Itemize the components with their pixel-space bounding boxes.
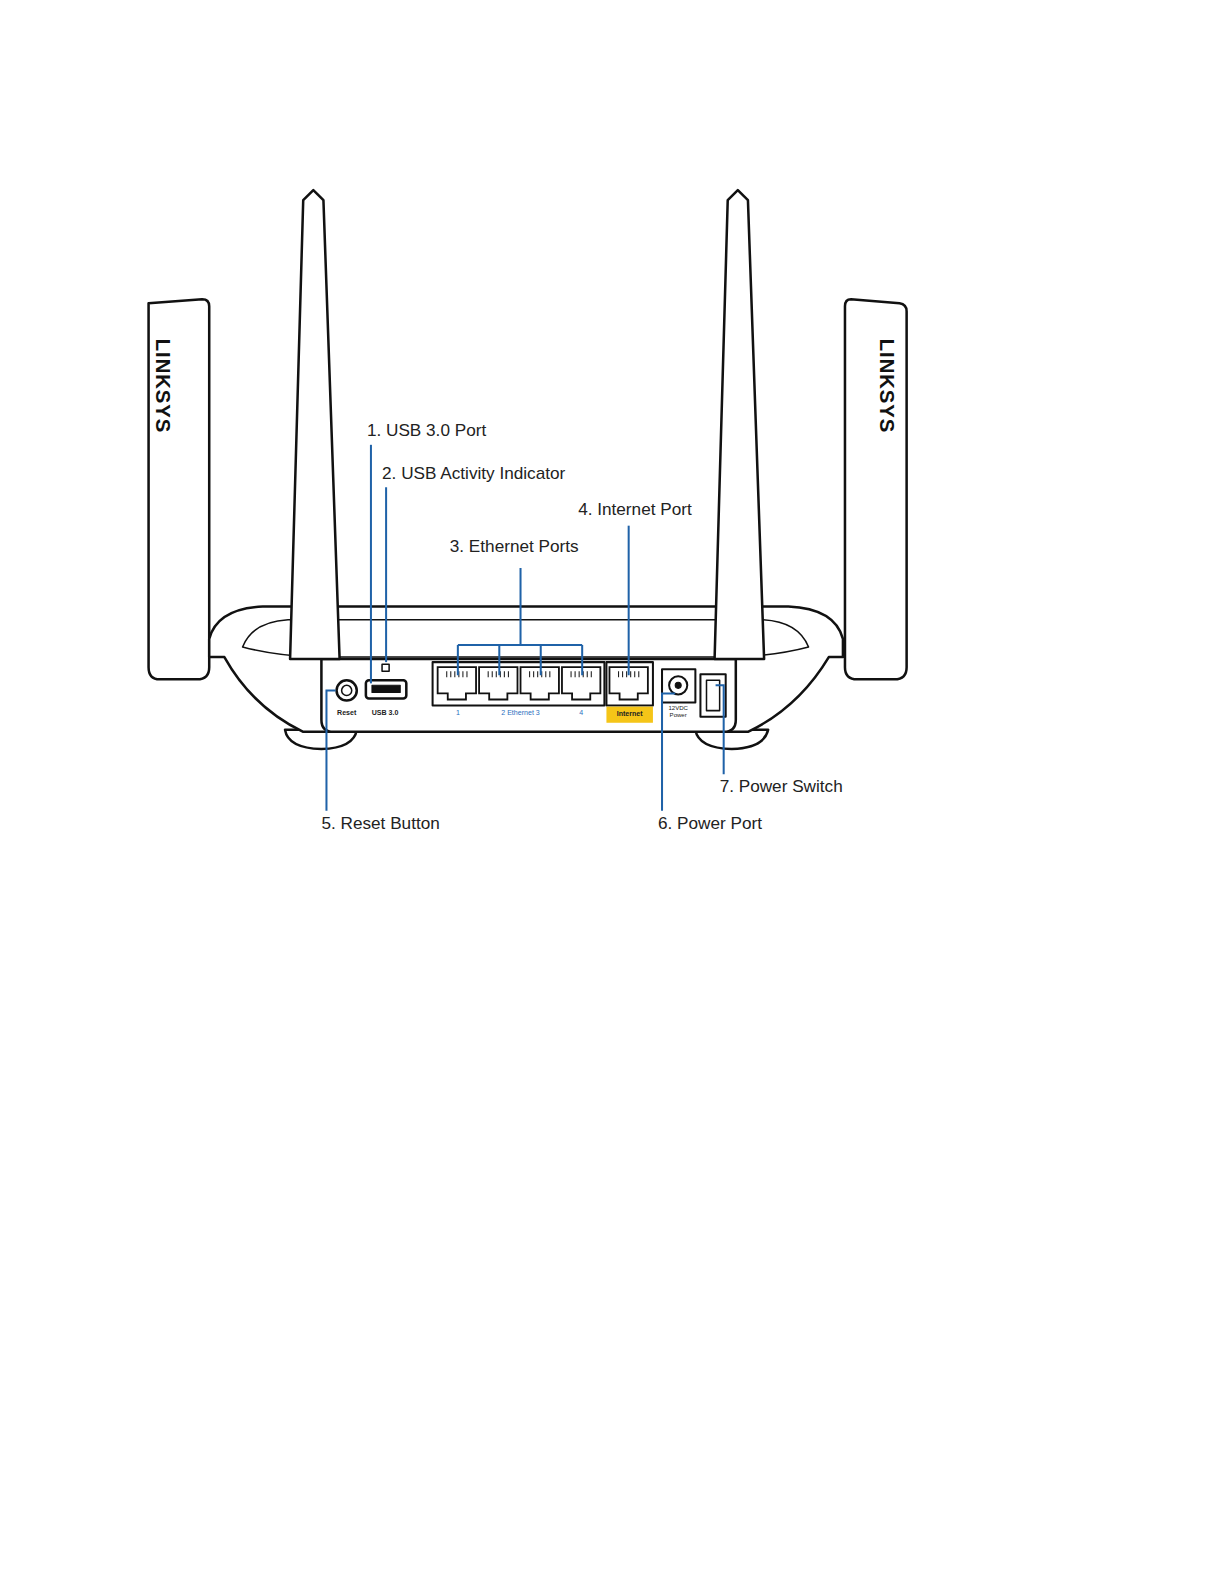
- jack-pin: [575, 671, 576, 677]
- leader-line: [628, 526, 630, 676]
- jack-pin: [537, 671, 538, 677]
- jack-pin: [492, 671, 493, 677]
- leader-line: [370, 445, 372, 684]
- left-antenna: [290, 190, 340, 659]
- jack-pin: [591, 671, 592, 677]
- jack-pin: [622, 671, 623, 677]
- usb-tongue: [372, 685, 400, 692]
- port-label: USB 3.0: [372, 709, 399, 717]
- power-jack: [669, 676, 687, 694]
- rear-panel: [321, 659, 735, 732]
- reset-hole: [342, 685, 352, 695]
- power-switch: [700, 674, 725, 716]
- usb-activity-indicator: [382, 664, 389, 671]
- leader-line: [326, 690, 335, 810]
- callout-label: 2. USB Activity Indicator: [382, 464, 565, 483]
- callout-label: 7. Power Switch: [720, 777, 843, 796]
- jack-pin: [466, 671, 467, 677]
- port-label: Reset: [337, 709, 356, 717]
- right-panel-antenna: [845, 299, 907, 679]
- callout-label: 4. Internet Port: [578, 500, 692, 519]
- power-pin: [675, 682, 681, 688]
- leader-bracket: [458, 568, 582, 675]
- jack-pin: [462, 671, 463, 677]
- jack-pin: [638, 671, 639, 677]
- leader-line: [385, 487, 387, 662]
- callout-label: 6. Power Port: [658, 814, 762, 833]
- power-port: [662, 669, 695, 702]
- jack-pin: [549, 671, 550, 677]
- jack-pin: [630, 671, 631, 677]
- callout-label: 3. Ethernet Ports: [450, 537, 579, 556]
- callout-label: 5. Reset Button: [321, 814, 439, 833]
- jack-pin: [571, 671, 572, 677]
- jack-pin: [618, 671, 619, 677]
- leader-line: [716, 685, 724, 774]
- jack-pin: [488, 671, 489, 677]
- jack-pin: [450, 671, 451, 677]
- port-label: 4: [579, 709, 583, 717]
- reset-button: [337, 680, 357, 700]
- jack-pin: [634, 671, 635, 677]
- jack-pin: [587, 671, 588, 677]
- jack-pin: [529, 671, 530, 677]
- brand-logo: LINKSYS: [876, 339, 898, 434]
- jack-pin: [446, 671, 447, 677]
- port-label: Internet: [617, 710, 643, 718]
- callout-label: 1. USB 3.0 Port: [367, 421, 486, 440]
- jack-pin: [579, 671, 580, 677]
- brand-logo: LINKSYS: [152, 339, 174, 434]
- jack-pin: [626, 671, 627, 677]
- jack-pin: [504, 671, 505, 677]
- jack-pin: [454, 671, 455, 677]
- right-antenna: [715, 190, 765, 659]
- internet-highlight: [606, 707, 652, 723]
- port-label: 12VDC Power: [666, 705, 690, 718]
- left-panel-antenna: [149, 299, 210, 679]
- jack-pin: [533, 671, 534, 677]
- jack-pin: [508, 671, 509, 677]
- jack-pin: [545, 671, 546, 677]
- port-label: 2 Ethernet 3: [501, 709, 539, 717]
- jack-pin: [496, 671, 497, 677]
- port-label: 1: [456, 709, 460, 717]
